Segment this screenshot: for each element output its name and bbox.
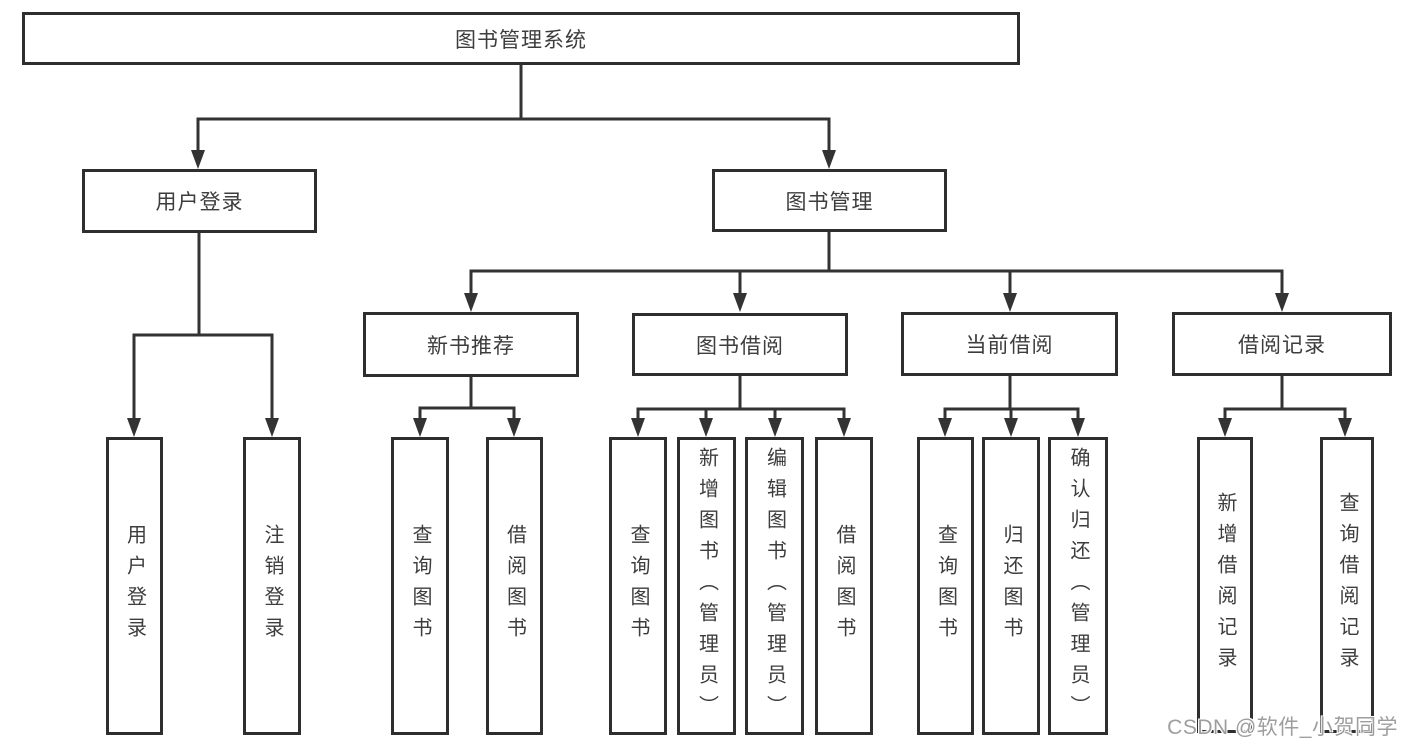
arrowhead-icon — [127, 418, 141, 437]
arrowhead-icon — [768, 418, 782, 437]
leaf-user-login: 用户登录 — [106, 437, 163, 735]
connector-book-borrow-to-children — [636, 374, 846, 422]
arrowhead-icon — [413, 418, 427, 437]
node-user-login: 用户登录 — [82, 169, 317, 233]
node-label: 图书管理 — [785, 190, 874, 214]
leaf-borrow-edit-books-admin: 编辑图书（管理员） — [745, 437, 804, 735]
connector-root-to-level2 — [196, 63, 831, 154]
node-label: 图书借阅 — [696, 334, 784, 358]
node-current-borrow: 当前借阅 — [901, 312, 1118, 376]
node-label: 查询借阅记录 — [1336, 492, 1358, 678]
node-library-management-system: 图书管理系统 — [22, 12, 1020, 65]
arrowhead-icon — [938, 418, 952, 437]
arrowhead-icon — [464, 293, 478, 312]
arrowhead-icon — [1004, 418, 1018, 437]
arrowhead-icon — [837, 418, 851, 437]
connector-book-mgmt-to-level3 — [469, 230, 1284, 297]
leaf-current-query-books: 查询图书 — [917, 437, 974, 735]
arrowhead-icon — [191, 150, 205, 169]
node-label: 当前借阅 — [965, 334, 1054, 357]
leaf-current-return-books: 归还图书 — [982, 437, 1040, 735]
node-label: 注销登录 — [261, 524, 283, 648]
arrowhead-icon — [822, 150, 836, 169]
node-label: 新书推荐 — [427, 334, 515, 358]
arrowhead-icon — [1218, 418, 1232, 437]
connector-current-borrow-to-children — [943, 374, 1080, 422]
leaf-logout: 注销登录 — [243, 437, 301, 735]
csdn-watermark: CSDN @软件_小贺同学 — [1167, 716, 1398, 739]
leaf-newbook-query-books: 查询图书 — [391, 437, 449, 735]
node-label: 借阅图书 — [833, 524, 855, 648]
node-label: 用户登录 — [123, 524, 146, 648]
node-label: 图书管理系统 — [455, 28, 587, 52]
arrowhead-icon — [1071, 418, 1085, 437]
node-book-management: 图书管理 — [712, 169, 947, 232]
leaf-records-query-record: 查询借阅记录 — [1320, 437, 1374, 733]
arrowhead-icon — [631, 418, 645, 437]
node-label: 借阅记录 — [1238, 334, 1326, 357]
connector-new-book-to-children — [418, 375, 516, 422]
node-label: 查询图书 — [627, 524, 649, 648]
arrowhead-icon — [507, 418, 521, 437]
node-label: 确认归还（管理员） — [1067, 446, 1089, 726]
leaf-current-confirm-return-admin: 确认归还（管理员） — [1048, 437, 1108, 735]
arrowhead-group — [127, 150, 1352, 437]
node-label: 查询图书 — [934, 524, 957, 648]
arrowhead-icon — [1338, 418, 1352, 437]
leaf-records-add-record: 新增借阅记录 — [1197, 437, 1253, 733]
node-label: 借阅图书 — [503, 524, 526, 648]
node-label: 新增图书（管理员） — [695, 446, 718, 726]
leaf-newbook-borrow-books: 借阅图书 — [486, 437, 543, 735]
node-label: 编辑图书（管理员） — [763, 446, 786, 726]
arrowhead-icon — [1275, 293, 1289, 312]
node-label: 用户登录 — [155, 191, 244, 214]
leaf-borrow-add-books-admin: 新增图书（管理员） — [677, 437, 736, 735]
node-label: 归还图书 — [1000, 524, 1022, 648]
node-label: 查询图书 — [409, 524, 431, 648]
leaf-borrow-borrow-books: 借阅图书 — [815, 437, 873, 735]
arrowhead-icon — [733, 293, 747, 312]
connector-borrow-records-to-children — [1223, 374, 1347, 422]
node-book-borrow: 图书借阅 — [632, 313, 848, 376]
node-label: 新增借阅记录 — [1214, 492, 1236, 678]
node-new-book-recommend: 新书推荐 — [363, 312, 579, 377]
node-borrow-records: 借阅记录 — [1172, 312, 1392, 376]
leaf-borrow-query-books: 查询图书 — [609, 437, 667, 735]
connector-user-login-to-children — [132, 231, 274, 422]
arrowhead-icon — [265, 418, 279, 437]
arrowhead-icon — [1003, 293, 1017, 312]
arrowhead-icon — [699, 418, 713, 437]
